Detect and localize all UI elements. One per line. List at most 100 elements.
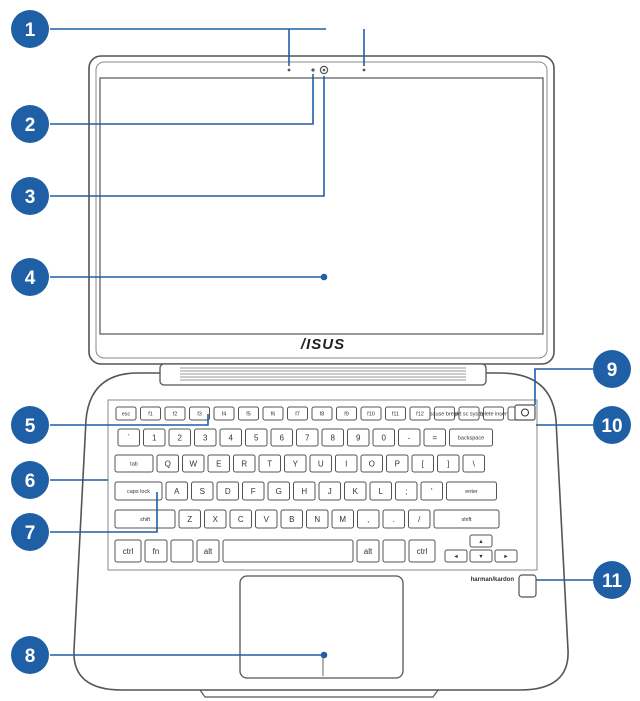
svg-text:f9: f9 [344, 412, 349, 418]
key-fn-delete-insert: delete insert [479, 406, 509, 421]
callout-9: 9 [593, 350, 631, 388]
callout-6: 6 [11, 461, 49, 499]
key-5: 5 [245, 428, 268, 447]
svg-text:f5: f5 [246, 412, 251, 418]
key-z: Z [178, 509, 201, 529]
leader-7 [50, 492, 158, 533]
key-arrow-down: ▼ [469, 549, 493, 563]
display-panel [99, 77, 544, 335]
key-fn-prt-sc-sysrq: prt sc sysrq [455, 406, 483, 421]
speaker-brand: harman/kardon [471, 577, 515, 583]
svg-text:fn: fn [153, 547, 160, 556]
hinge [159, 363, 487, 386]
leader-lines [50, 28, 598, 659]
leader-3 [50, 76, 325, 197]
key-2: 2 [168, 428, 191, 447]
svg-text:B: B [289, 515, 294, 524]
microphone-left [287, 68, 291, 72]
svg-text:;: ; [405, 487, 407, 496]
key-l: L [369, 481, 392, 501]
svg-text:A: A [174, 487, 180, 496]
svg-text:/: / [418, 515, 421, 524]
key-t: T [258, 454, 281, 473]
key-1: 1 [143, 428, 166, 447]
key-caps-lock: caps lock [114, 481, 163, 501]
svg-text:\: \ [473, 460, 476, 469]
key-fn-f1: f1 [140, 406, 161, 421]
svg-text:O: O [369, 460, 375, 469]
key-w: W [182, 454, 205, 473]
key-fn-f4: f4 [213, 406, 235, 421]
callout-5: 5 [11, 406, 49, 444]
svg-text:I: I [345, 460, 347, 469]
touchpad [239, 575, 404, 679]
key-fn-f8: f8 [311, 406, 333, 421]
svg-text:=: = [432, 434, 437, 443]
key-arrow-right: ► [494, 549, 518, 563]
leader-9 [534, 368, 598, 405]
svg-text:,: , [367, 515, 369, 524]
key-a: A [165, 481, 188, 501]
key-d: D [216, 481, 239, 501]
svg-text:3: 3 [203, 434, 208, 443]
callout-label: 6 [25, 471, 36, 492]
key-y: Y [284, 454, 307, 473]
svg-text:F: F [251, 487, 256, 496]
callout-2: 2 [11, 105, 49, 143]
svg-text:shift: shift [461, 517, 472, 523]
key-menu [382, 539, 406, 563]
svg-text:f12: f12 [416, 412, 424, 418]
key-o: O [360, 454, 383, 473]
key-3: 3 [194, 428, 217, 447]
svg-text:shift: shift [140, 517, 151, 523]
key-ctrl: ctrl [408, 539, 436, 563]
callout-1: 1 [11, 10, 49, 48]
key-blank-11: - [398, 428, 421, 447]
key-g: G [267, 481, 290, 501]
key-shift-right: shift [433, 509, 500, 529]
svg-text:8: 8 [331, 434, 336, 443]
callout-label: 5 [25, 416, 36, 437]
key-fn-esc: esc [115, 406, 137, 421]
key-u: U [309, 454, 332, 473]
key-f: F [242, 481, 265, 501]
key-fn-f11: f11 [385, 406, 406, 421]
key-backspace: backspace [449, 428, 493, 447]
key-j: J [318, 481, 341, 501]
callout-7: 7 [11, 513, 49, 551]
key-i: I [335, 454, 358, 473]
key-alt: alt [196, 539, 220, 563]
display-lid: /ISUS [88, 55, 555, 365]
key-v: V [255, 509, 278, 529]
svg-text:◄: ◄ [453, 554, 458, 560]
key-c: C [229, 509, 252, 529]
svg-text:▲: ▲ [478, 539, 483, 545]
key-8: 8 [321, 428, 344, 447]
key-b: B [280, 509, 303, 529]
svg-text:►: ► [503, 554, 508, 560]
svg-text:E: E [216, 460, 221, 469]
svg-text:alt: alt [364, 547, 373, 556]
svg-text:Q: Q [165, 460, 171, 469]
svg-text:W: W [189, 460, 197, 469]
svg-text:4: 4 [229, 434, 234, 443]
key-blank-12: = [423, 428, 446, 447]
callout-11: 11 [593, 561, 631, 599]
callout-label: 8 [25, 646, 36, 667]
camera-indicator [311, 68, 315, 72]
key-shift-left: shift [114, 509, 176, 529]
key-x: X [204, 509, 227, 529]
key-s: S [191, 481, 214, 501]
svg-text:enter: enter [465, 489, 478, 495]
key-blank-12: ] [437, 454, 460, 473]
callout-label: 10 [601, 416, 622, 437]
key-6: 6 [270, 428, 293, 447]
key-blank-11: ' [420, 481, 443, 501]
svg-text:f3: f3 [197, 412, 202, 418]
callout-3: 3 [11, 177, 49, 215]
svg-text:caps lock: caps lock [127, 489, 150, 495]
svg-text:J: J [328, 487, 332, 496]
key-fn-f6: f6 [262, 406, 284, 421]
